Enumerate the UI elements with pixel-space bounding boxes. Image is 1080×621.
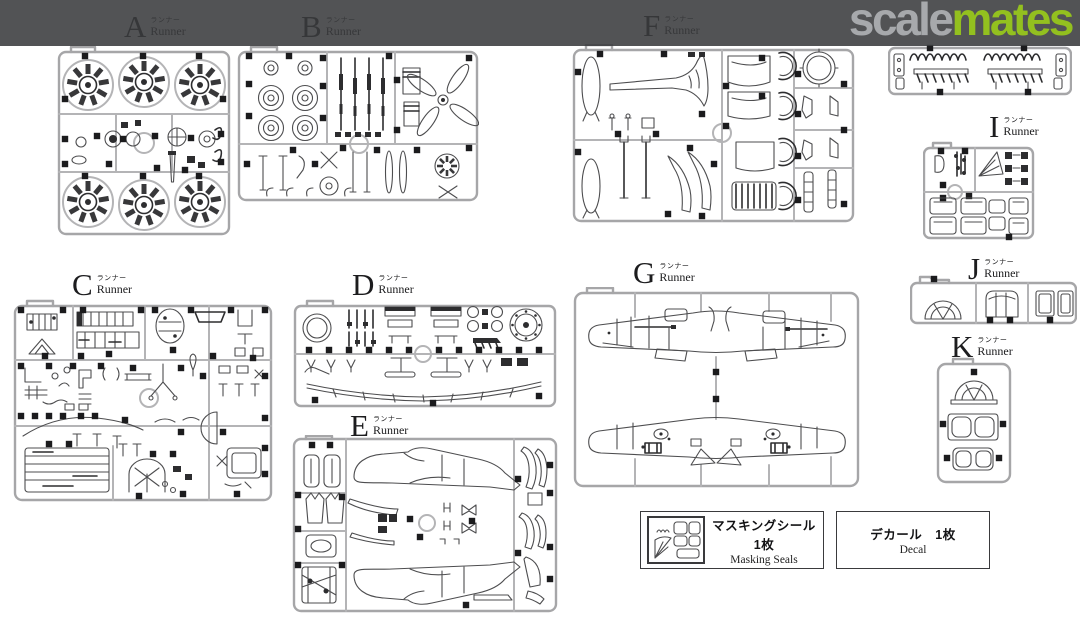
gun-pods — [402, 67, 421, 127]
canopy-mid-part — [947, 413, 999, 441]
wing-radiator — [24, 447, 110, 493]
stabilizers — [384, 357, 462, 378]
supercharger-intake — [609, 53, 709, 107]
logo-text-scale: scale — [848, 0, 954, 45]
runner-i-drawing — [923, 141, 1035, 241]
windscreen — [924, 300, 962, 320]
runner-k-drawing — [936, 357, 1012, 484]
watermark-banner: scalemates — [0, 0, 1080, 46]
cowl-ring — [799, 48, 839, 88]
upper-wing — [588, 306, 846, 362]
runner-h-drawing — [888, 44, 1072, 96]
fuselage-left-half — [353, 447, 521, 491]
propeller — [404, 61, 479, 139]
masking-seals-box: マスキングシール 1枚 Masking Seals — [640, 511, 829, 569]
scalemates-logo: scalemates — [848, 0, 1075, 45]
runner-d-drawing — [293, 299, 557, 408]
fuselage-right-half — [353, 561, 521, 605]
logo-text-mates: mates — [951, 0, 1075, 45]
runner-g-drawing — [573, 287, 860, 488]
lower-wing — [588, 416, 846, 466]
runner-c-drawing — [13, 299, 273, 502]
machine-guns — [335, 57, 385, 137]
decal-box: デカール 1枚 Decal — [836, 511, 990, 569]
cooling-fan — [434, 153, 460, 179]
windscreen-part — [950, 380, 998, 405]
runner-b-drawing — [237, 45, 479, 202]
engine-front — [509, 308, 543, 342]
runner-f-drawing — [572, 44, 855, 223]
masking-seal-icon — [647, 516, 705, 564]
gear-struts — [619, 135, 651, 199]
masking-seals-title-en: Masking Seals — [730, 553, 798, 566]
masking-seals-title-jp: マスキングシール 1枚 — [712, 518, 829, 552]
decal-title-jp: デカール 1枚 — [870, 528, 956, 542]
runner-a-drawing — [57, 45, 231, 236]
canopy-rear-part — [952, 447, 994, 471]
exhaust-manifold — [913, 68, 1043, 90]
runner-e-drawing — [292, 435, 558, 613]
runner-j-drawing — [910, 275, 1077, 325]
decal-title-en: Decal — [899, 544, 927, 556]
